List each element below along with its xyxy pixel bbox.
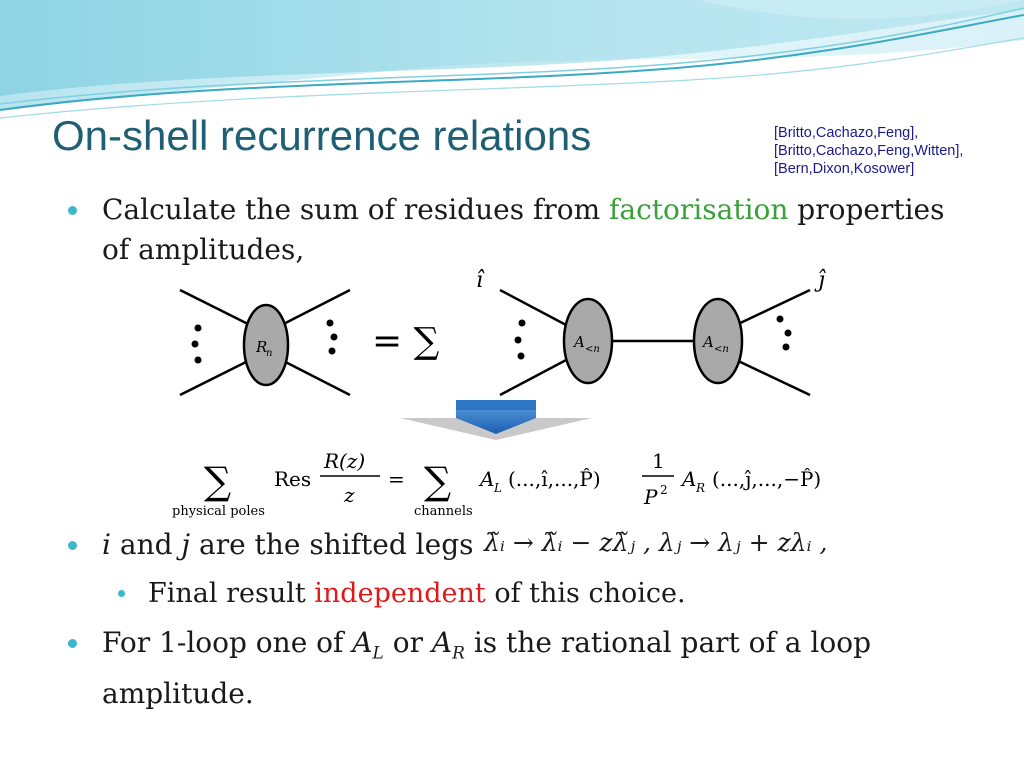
bullet3-line2: amplitude. <box>102 676 254 710</box>
equals-sum: = ∑ <box>372 321 440 362</box>
bullet-one-loop: For 1-loop one of AL or AR is the ration… <box>102 623 871 714</box>
or-word: or <box>383 626 432 659</box>
bullet-factorisation: Calculate the sum of residues from facto… <box>102 190 944 270</box>
sub-bullet-text: Final result <box>148 578 315 609</box>
leg-j: j <box>181 528 191 561</box>
frac-den-sup: 2 <box>660 483 668 497</box>
bullet3-text-after: is the rational part of a loop <box>464 626 871 659</box>
res-numerator: R(z) <box>323 449 365 473</box>
reference-2: [Britto,Cachazo,Feng,Witten], <box>774 143 964 159</box>
and-word: and <box>110 528 182 561</box>
right-blob-left-sub: <n <box>585 344 600 355</box>
AL-sub: L <box>493 481 502 495</box>
AL-inline: A <box>352 626 373 659</box>
bullet2-rest: are the shifted legs <box>190 528 474 561</box>
sub-bullet-dot <box>118 590 125 597</box>
AL: A <box>478 467 494 491</box>
reference-3: [Bern,Dixon,Kosower] <box>774 161 915 177</box>
residue-formula: ∑ physical poles Res R(z) z = ∑ channels… <box>172 449 821 519</box>
AR-inline-sub: R <box>452 643 465 664</box>
frac-num: 1 <box>652 449 665 473</box>
right-blob-right-label: A <box>701 333 714 351</box>
sum-right-sub: channels <box>414 504 473 519</box>
left-blob <box>242 303 290 387</box>
res-denominator: z <box>343 483 355 507</box>
AR-args: (...,ĵ,...,−P̂) <box>712 467 821 491</box>
left-blob-sub: n <box>266 348 272 359</box>
right-blob-left-label: A <box>572 333 585 351</box>
bullet-dot <box>68 541 77 550</box>
shift-formula: λ̃ᵢ → λ̃ᵢ − zλ̃ⱼ , λⱼ → λⱼ + zλᵢ , <box>484 528 828 557</box>
hat-i-label: î <box>476 268 485 293</box>
bullet-shifted-legs: i and j are the shifted legs <box>102 525 474 565</box>
reference-1: [Britto,Cachazo,Feng], <box>774 125 919 141</box>
leg-i: i <box>102 528 111 561</box>
AL-inline-sub: L <box>372 643 384 664</box>
down-arrow-icon <box>400 400 592 440</box>
bullet1-line2: of amplitudes, <box>102 233 305 266</box>
factorisation-highlight: factorisation <box>609 193 789 226</box>
sub-bullet-text-after: of this choice. <box>485 578 686 609</box>
bullet1-text: Calculate the sum of residues from <box>102 193 610 226</box>
sum-left-sub: physical poles <box>172 504 265 519</box>
bullet1-text-after: properties <box>788 193 945 226</box>
AL-args: (...,î,...,P̂) <box>508 467 601 491</box>
independent-highlight: independent <box>314 578 486 609</box>
right-blob-right <box>692 297 744 385</box>
header-wave-banner <box>0 0 1024 119</box>
slide-title: On-shell recurrence relations <box>52 112 592 159</box>
references: [Britto,Cachazo,Feng], [Britto,Cachazo,F… <box>774 124 963 178</box>
hat-j-label: ĵ <box>814 268 826 293</box>
left-blob-label: R <box>255 338 267 356</box>
sub-bullet-independent: Final result independent of this choice. <box>148 574 686 614</box>
AR: A <box>680 467 696 491</box>
res-label: Res <box>274 467 311 491</box>
bullet-dot <box>68 639 77 648</box>
AR-inline: A <box>431 626 453 659</box>
equals-sign: = <box>388 467 405 491</box>
factorisation-diagram: R n = ∑ A <n A <n î ĵ <box>179 268 826 397</box>
right-blob-right-sub: <n <box>714 344 729 355</box>
frac-den: P <box>643 485 658 509</box>
right-blob-left <box>562 297 614 385</box>
sum-right: ∑ <box>424 459 451 503</box>
AR-sub: R <box>695 481 705 495</box>
bullet-dot <box>68 206 77 215</box>
sum-left: ∑ <box>204 459 231 503</box>
bullet3-text: For 1-loop one of <box>102 626 353 659</box>
